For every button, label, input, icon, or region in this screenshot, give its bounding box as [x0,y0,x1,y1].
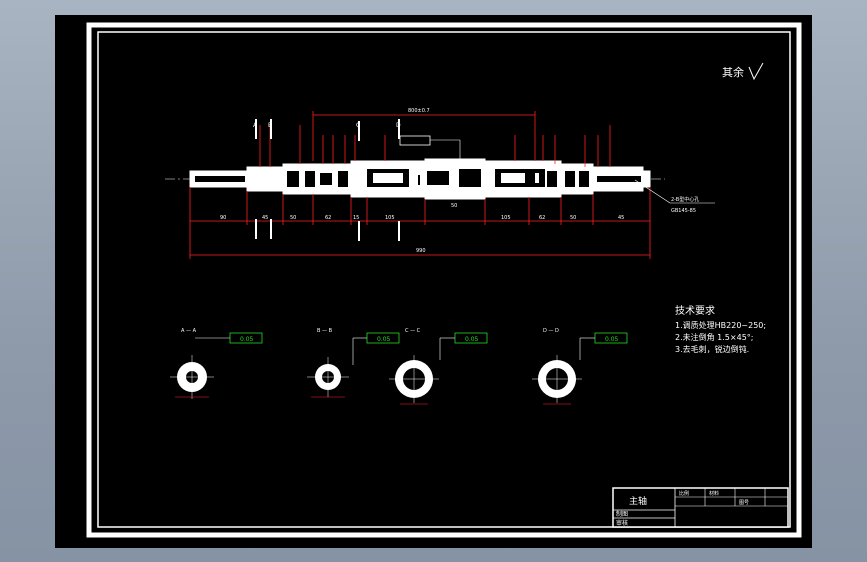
section-view-d: D — D 0.05 [532,328,628,405]
section-mark-c: C [356,122,360,129]
section-cut-marks [255,119,400,241]
sheet-inner-border [97,31,791,528]
section-view-a: A — A 0.05 [170,328,263,399]
roughness-symbol-icon [748,62,764,81]
bottom-dim-5: 15 [353,215,359,221]
section-label: A — A [181,328,197,334]
top-dimension: 800±0.7 [408,108,430,114]
row-label-checked: 审核 [616,519,628,527]
sheet-outer-border [86,22,802,538]
drawing-svg: 其余 [86,22,802,538]
center-hole-note: 2-B型中心孔 [671,196,699,203]
overall-length: 990 [416,248,426,254]
tech-req-item: 3.去毛刺，锐边倒钝. [675,344,749,354]
section-view-c: C — C 0.05 [389,328,488,405]
tolerance-value: 0.05 [465,336,479,343]
part-name: 主轴 [629,495,647,507]
section-mark-b: B [268,122,272,129]
section-label: D — D [543,328,559,334]
tech-req-item: 2.未注倒角 1.5×45°; [675,332,753,342]
bottom-dim-6: 105 [385,215,395,221]
section-view-b: B — B 0.05 [307,328,400,398]
bottom-dim-4: 62 [325,215,331,221]
section-label: B — B [317,328,333,334]
tolerance-value: 0.05 [377,336,391,343]
bottom-dim-10: 50 [570,215,576,221]
bottom-dim-11: 45 [618,215,624,221]
bottom-dim-7: 50 [451,203,457,209]
bottom-dim-1: 90 [220,215,226,221]
main-tolerance-frame [399,135,431,146]
center-hole-standard: GB145-85 [671,208,696,214]
tolerance-value: 0.05 [605,336,619,343]
drawing-viewport[interactable]: 其余 [55,15,812,548]
shaft-main-view [165,158,665,200]
row-label-drawn: 制图 [616,510,628,518]
title-col-number: 图号 [739,500,749,506]
section-mark-a: A [253,122,258,129]
tech-req-title: 技术要求 [675,304,715,317]
title-block: 主轴 制图 审核 比例 材料 图号 [612,487,789,528]
title-col-scale: 比例 [679,490,689,497]
bottom-dim-8: 105 [501,215,511,221]
roughness-note: 其余 [722,65,744,79]
tolerance-value: 0.05 [240,336,254,343]
section-mark-d: D [396,122,401,129]
tech-requirements: 技术要求 1.调质处理HB220~250; 2.未注倒角 1.5×45°; 3.… [675,304,766,354]
bottom-dim-9: 62 [539,215,545,221]
section-label: C — C [405,328,421,334]
bottom-dim-3: 50 [290,215,296,221]
bottom-dim-2: 45 [262,215,268,221]
title-col-material: 材料 [709,490,719,497]
tech-req-item: 1.调质处理HB220~250; [675,320,766,330]
dimension-lines [189,111,651,259]
